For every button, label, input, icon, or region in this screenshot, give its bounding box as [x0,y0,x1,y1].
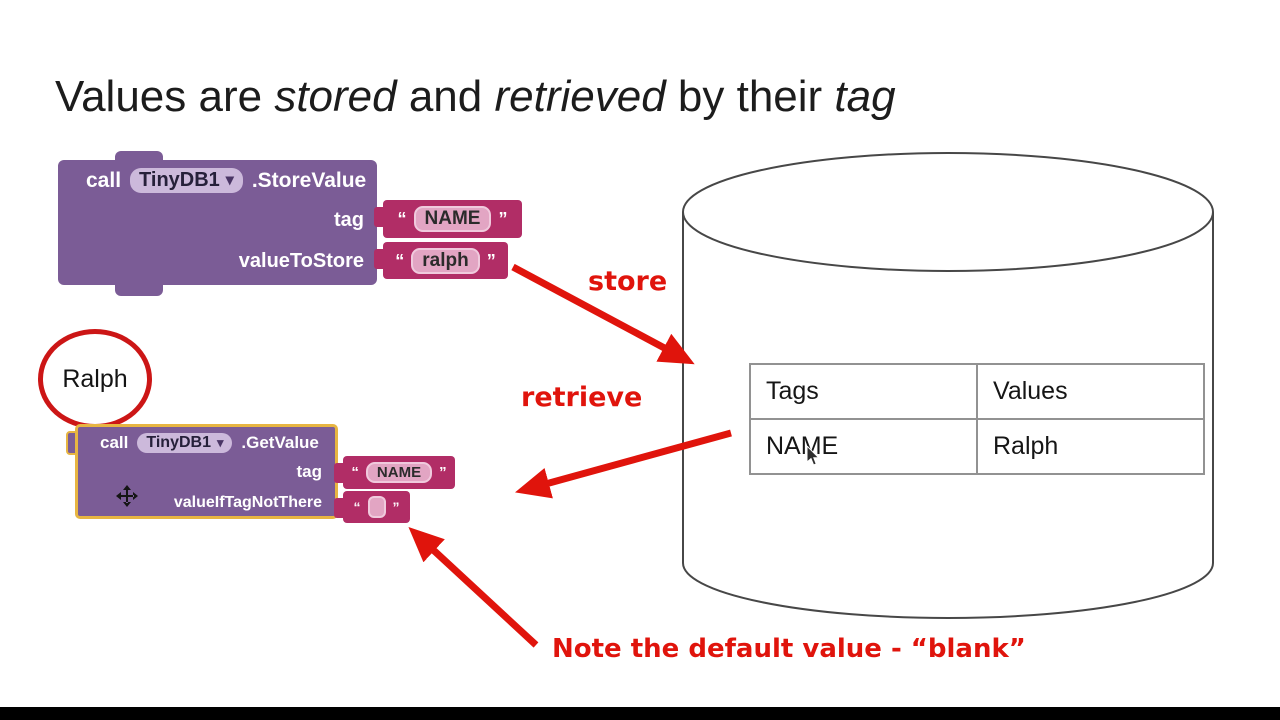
cell-value-ralph: Ralph [976,418,1205,475]
component-dropdown: TinyDB1 ▾ [137,433,233,453]
tag-name-value: NAME [413,206,492,232]
param-valuetostore-label: valueToStore [238,250,364,272]
table-header-row: Tags Values [749,363,1205,420]
title-word-tag: tag [834,72,896,121]
tag-name-value: NAME [365,462,433,483]
default-value-note: Note the default value - “blank” [552,634,1026,664]
param-tag-label: tag [296,462,323,481]
cell-tag-name: NAME [749,418,978,475]
title-text: and [396,72,495,121]
close-quote: ” [486,250,496,271]
close-quote: ” [392,499,400,515]
tag-name-text-block: “ NAME ” [374,200,522,238]
dropdown-caret-icon: ▾ [225,171,234,189]
close-quote: ” [439,464,447,481]
component-name: TinyDB1 [146,434,211,451]
title-text: by their [665,72,835,121]
ralph-highlight-circle: Ralph [38,329,152,429]
component-name: TinyDB1 [139,169,220,191]
dropdown-caret-icon: ▾ [216,434,224,450]
open-quote: “ [353,499,361,515]
ralph-text-block: “ ralph ” [374,242,508,279]
blank-string-pill [367,496,386,518]
move-cursor-icon [116,485,138,507]
ralph-label: Ralph [62,364,128,393]
open-quote: “ [397,209,407,229]
open-quote: “ [395,250,405,271]
mouse-cursor-icon [806,446,820,466]
tags-values-table: Tags Values NAME Ralph [749,363,1205,475]
param-tag-label: tag [334,209,364,231]
title-word-retrieved: retrieved [494,72,666,121]
get-tag-name-text-block: “ NAME ” [334,456,455,489]
getvalue-block: call TinyDB1 ▾ .GetValue tag valueIfTagN… [75,424,338,519]
retrieve-label: retrieve [521,382,643,413]
block-bottom-notch [115,283,163,296]
ralph-value: ralph [411,247,480,274]
close-quote: ” [498,209,508,229]
store-label: store [588,266,668,297]
storevalue-block: call TinyDB1 ▾ .StoreValue tag valueToSt… [58,160,377,285]
method-name: .GetValue [241,433,319,452]
retrieve-arrow [515,429,732,499]
open-quote: “ [351,464,359,481]
header-values: Values [976,363,1205,420]
call-keyword: call [100,433,129,452]
call-keyword: call [86,168,122,192]
title-word-stored: stored [274,72,397,121]
store-arrow [511,263,695,365]
method-name: .StoreValue [251,168,367,192]
component-dropdown: TinyDB1 ▾ [130,168,243,193]
note-arrow [408,526,539,648]
default-blank-text-block: “ ” [334,491,410,523]
table-row: NAME Ralph [749,418,1205,475]
title-text: Values are [55,72,275,121]
page-title: Values are stored and retrieved by their… [55,72,896,122]
param-valueiftagnotthere-label: valueIfTagNotThere [173,494,322,511]
letterbox-bar [0,707,1280,720]
header-tags: Tags [749,363,978,420]
